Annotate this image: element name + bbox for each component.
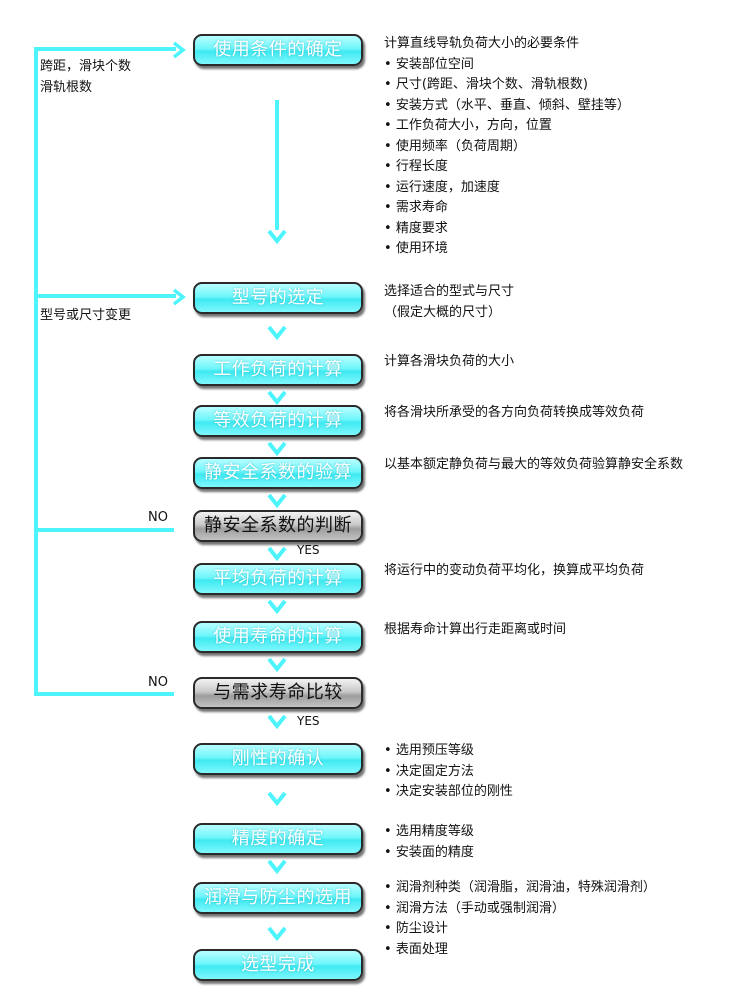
- note-equivalent-load: 将各滑块所承受的各方向负荷转换成等效负荷: [384, 403, 644, 424]
- loop-connector-model: [34, 294, 176, 298]
- note-accuracy: 选用精度等级 安装面的精度: [384, 822, 474, 863]
- chevron-down-icon: [266, 492, 288, 508]
- step-rigidity-check: 刚性的确认: [193, 743, 363, 775]
- step-mean-load-calc: 平均负荷的计算: [193, 563, 363, 595]
- note-mean-load: 将运行中的变动负荷平均化，换算成平均负荷: [384, 561, 644, 582]
- chevron-down-icon: [266, 598, 288, 614]
- note-item: 行程长度: [384, 157, 630, 178]
- step-usage-conditions: 使用条件的确定: [193, 34, 363, 66]
- note-line: 将各滑块所承受的各方向负荷转换成等效负荷: [384, 405, 645, 420]
- step-static-safety-check: 静安全系数的验算: [193, 457, 363, 489]
- no-label-static: NO: [148, 510, 168, 525]
- chevron-down-icon: [266, 656, 288, 672]
- no-label-life: NO: [148, 675, 168, 690]
- chevron-down-icon: [266, 790, 288, 806]
- note-line: 计算各滑块负荷的大小: [384, 354, 515, 369]
- step-working-load-calc: 工作负荷的计算: [193, 354, 363, 386]
- note-static-safety: 以基本额定静负荷与最大的等效负荷验算静安全系数: [384, 455, 683, 476]
- note-item: 选用精度等级: [384, 822, 474, 843]
- note-line: 选择适合的型式与尺寸: [384, 284, 515, 299]
- chevron-down-icon: [266, 925, 288, 941]
- feedback-loop-line: [34, 47, 38, 695]
- chevron-down-icon: [266, 228, 288, 244]
- note-item: 决定安装部位的刚性: [384, 782, 513, 803]
- note-item: 运行速度，加速度: [384, 178, 630, 199]
- note-life-calc: 根据寿命计算出行走距离或时间: [384, 620, 566, 641]
- note-item: 安装部位空间: [384, 55, 630, 76]
- note-item: 润滑剂种类（润滑脂，润滑油，特殊润滑剂）: [384, 878, 656, 899]
- no-connector-life: [34, 692, 174, 696]
- loop-connector-top: [34, 47, 176, 51]
- chevron-right-icon: [172, 288, 186, 306]
- decision-life-compare: 与需求寿命比较: [193, 677, 363, 709]
- note-lubrication: 润滑剂种类（润滑脂，润滑油，特殊润滑剂） 润滑方法（手动或强制润滑） 防尘设计 …: [384, 878, 656, 960]
- loop-label-top-1: 跨距，滑块个数: [40, 59, 132, 74]
- note-title: 计算直线导轨负荷大小的必要条件: [384, 36, 580, 51]
- chevron-down-icon: [266, 858, 288, 874]
- note-item: 表面处理: [384, 940, 656, 961]
- decision-static-safety: 静安全系数的判断: [193, 510, 363, 542]
- note-item: 需求寿命: [384, 198, 630, 219]
- chevron-down-icon: [266, 545, 288, 561]
- note-item: 决定固定方法: [384, 762, 513, 783]
- step-equivalent-load-calc: 等效负荷的计算: [193, 405, 363, 437]
- note-item: 使用环境: [384, 239, 630, 260]
- note-usage-conditions: 计算直线导轨负荷大小的必要条件 安装部位空间 尺寸(跨距、滑块个数、滑轨根数) …: [384, 34, 630, 260]
- yes-label-life: YES: [297, 714, 320, 728]
- note-item: 工作负荷大小，方向，位置: [384, 116, 630, 137]
- note-item: 尺寸(跨距、滑块个数、滑轨根数): [384, 75, 630, 96]
- step-lubrication-dustproof: 润滑与防尘的选用: [193, 882, 363, 914]
- note-working-load: 计算各滑块负荷的大小: [384, 352, 514, 373]
- note-item: 安装方式（水平、垂直、倾斜、壁挂等）: [384, 96, 630, 117]
- chevron-down-icon: [266, 324, 288, 340]
- step-selection-complete: 选型完成: [193, 949, 363, 981]
- loop-label-model-change: 型号或尺寸变更: [40, 308, 132, 323]
- step-accuracy-determination: 精度的确定: [193, 823, 363, 855]
- no-connector-static: [34, 528, 174, 532]
- note-item: 选用预压等级: [384, 741, 513, 762]
- chevron-right-icon: [172, 41, 186, 59]
- note-line: （假定大概的尺寸）: [384, 304, 502, 320]
- chevron-down-icon: [266, 713, 288, 729]
- loop-label-top-2: 滑轨根数: [40, 80, 93, 95]
- note-item: 使用频率（负荷周期）: [384, 137, 630, 158]
- chevron-down-icon: [266, 389, 288, 405]
- chevron-down-icon: [266, 440, 288, 456]
- note-line: 以基本额定静负荷与最大的等效负荷验算静安全系数: [384, 457, 684, 472]
- note-item: 润滑方法（手动或强制润滑）: [384, 899, 656, 920]
- note-item: 精度要求: [384, 219, 630, 240]
- note-model-selection: 选择适合的型式与尺寸 （假定大概的尺寸）: [384, 282, 514, 323]
- note-line: 根据寿命计算出行走距离或时间: [384, 622, 567, 637]
- note-item: 安装面的精度: [384, 843, 474, 864]
- step-life-calc: 使用寿命的计算: [193, 621, 363, 653]
- step-model-selection: 型号的选定: [193, 282, 363, 314]
- note-rigidity: 选用预压等级 决定固定方法 决定安装部位的刚性: [384, 741, 513, 803]
- note-line: 将运行中的变动负荷平均化，换算成平均负荷: [384, 563, 645, 578]
- down-arrow-shaft: [275, 100, 279, 230]
- note-item: 防尘设计: [384, 919, 656, 940]
- yes-label-static: YES: [297, 543, 320, 557]
